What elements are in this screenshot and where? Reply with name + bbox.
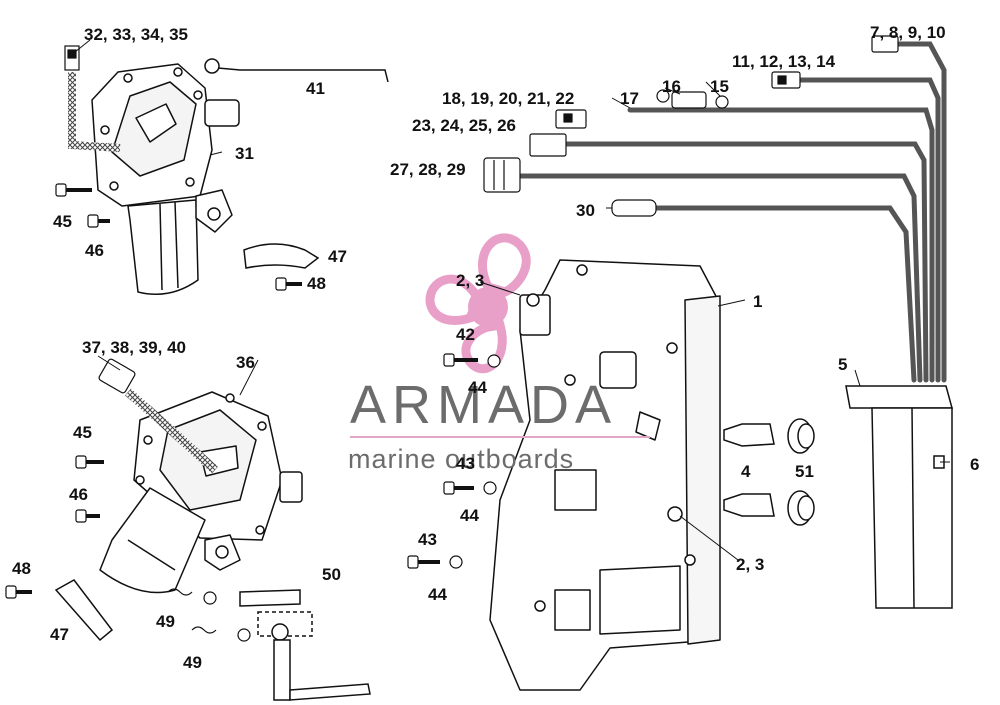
bolt-43-a <box>443 481 497 495</box>
callout-16: 16 <box>662 77 681 96</box>
watermark-divider <box>350 436 650 438</box>
callout-5: 5 <box>838 355 848 374</box>
clip-49-b <box>191 626 217 634</box>
callout-17: 17 <box>620 89 639 108</box>
wire-harness-37-40 <box>98 358 219 474</box>
callout-50: 50 <box>322 565 341 584</box>
callout-46-a: 46 <box>85 241 104 260</box>
callout-43-b: 43 <box>418 530 437 549</box>
screw-48-bottom <box>5 585 32 599</box>
screw-45-bottom <box>75 455 104 469</box>
callout-36: 36 <box>236 353 255 372</box>
callout-37-40: 37, 38, 39, 40 <box>82 338 186 357</box>
control-module <box>845 385 953 609</box>
callout-42: 42 <box>456 325 475 344</box>
clamp-47-bottom <box>54 579 114 642</box>
callout-23-26: 23, 24, 25, 26 <box>412 116 516 135</box>
callout-48-a: 48 <box>307 274 326 293</box>
callout-32-35: 32, 33, 34, 35 <box>84 25 188 44</box>
callout-15: 15 <box>710 77 729 96</box>
callout-44-b: 44 <box>460 506 479 525</box>
mounting-bracket <box>489 259 721 691</box>
callout-49-a: 49 <box>156 612 175 631</box>
callout-44-a: 44 <box>468 378 487 397</box>
callout-46-b: 46 <box>69 485 88 504</box>
callout-27-29: 27, 28, 29 <box>390 160 466 179</box>
callout-11-14: 11, 12, 13, 14 <box>732 52 836 71</box>
callout-45-a: 45 <box>53 212 72 231</box>
callout-48-b: 48 <box>12 559 31 578</box>
connectors <box>483 35 899 217</box>
watermark-subtitle: marine outboards <box>348 444 575 474</box>
callout-47-b: 47 <box>50 625 69 644</box>
wire-harness-main <box>517 41 947 383</box>
screw-46-bottom <box>75 509 100 523</box>
callout-4: 4 <box>741 462 751 481</box>
callout-2-3-bottom: 2, 3 <box>736 555 765 574</box>
fitting-4 <box>723 423 775 517</box>
leader-lines <box>74 39 950 561</box>
callout-6: 6 <box>970 455 980 474</box>
screw-48-top <box>275 277 302 291</box>
watermark-logo <box>425 233 531 374</box>
callout-45-b: 45 <box>73 423 92 442</box>
callout-47-a: 47 <box>328 247 347 266</box>
callout-1: 1 <box>753 292 763 311</box>
bolt-42 <box>443 353 501 368</box>
callout-51: 51 <box>795 462 814 481</box>
motor-assembly-bottom <box>99 391 303 594</box>
bolt-43-b <box>407 555 463 569</box>
callout-31: 31 <box>235 144 254 163</box>
callout-44-c: 44 <box>428 585 447 604</box>
callout-41: 41 <box>306 79 325 98</box>
callout-43-a: 43 <box>456 454 475 473</box>
callout-49-b: 49 <box>183 653 202 672</box>
callout-2-3-top: 2, 3 <box>456 271 485 290</box>
screw-45-top <box>55 183 92 197</box>
callout-30: 30 <box>576 201 595 220</box>
linkage-50 <box>239 589 371 701</box>
link-rod-41 <box>204 58 389 83</box>
callout-18-22: 18, 19, 20, 21, 22 <box>442 89 575 108</box>
motor-assembly-top <box>91 63 240 295</box>
grommet-51 <box>787 418 815 526</box>
screw-46-top <box>87 214 110 228</box>
watermark-title: ARMADA <box>350 375 618 435</box>
clip-49-a <box>167 588 193 596</box>
clamp-47-top <box>243 243 320 269</box>
callout-7-10: 7, 8, 9, 10 <box>870 23 946 42</box>
washers-small <box>203 591 251 642</box>
